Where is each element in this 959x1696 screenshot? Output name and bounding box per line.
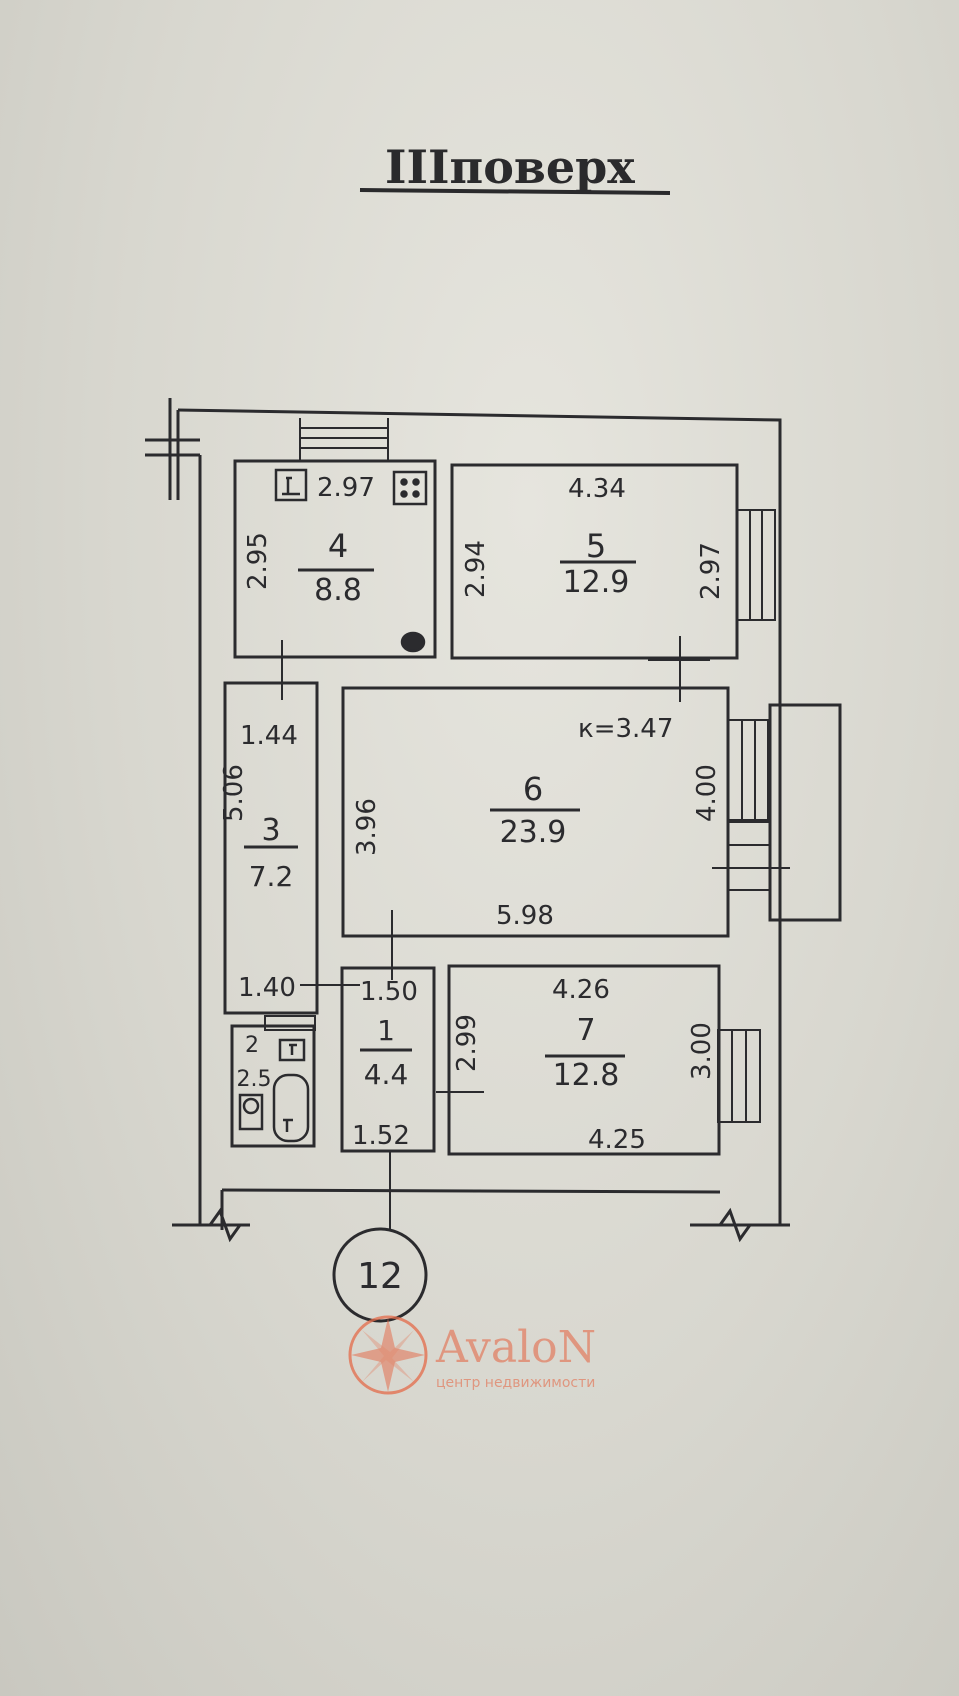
room-6-dim-bottom: 5.98 <box>496 901 554 931</box>
room-1-dim-top: 1.50 <box>360 977 418 1007</box>
room-7-dim-top: 4.26 <box>552 975 610 1005</box>
room-5-area: 12.9 <box>563 565 630 600</box>
room-2-outline <box>230 1024 316 1148</box>
apartment-number: 12 <box>357 1256 403 1297</box>
room-6-number: 6 <box>523 770 543 808</box>
sink-icon <box>274 468 308 502</box>
room-1-number: 1 <box>377 1014 395 1047</box>
floor-title: IIIповерх <box>385 140 635 194</box>
room-2-number: 2 <box>245 1033 259 1058</box>
logo-subtitle: центр недвижимости <box>436 1375 595 1391</box>
room-3-number: 3 <box>261 813 280 848</box>
room-7-area: 12.8 <box>553 1058 620 1093</box>
room-5-dim-top: 4.34 <box>568 474 626 504</box>
balcony-steps <box>728 821 770 891</box>
room-5-dim-left: 2.94 <box>461 540 491 598</box>
balcony <box>768 703 842 922</box>
room-3-dim-bottom: 1.40 <box>238 973 296 1003</box>
room-5-number: 5 <box>586 527 606 565</box>
windows <box>717 509 776 1123</box>
room-6-dim-right: 4.00 <box>692 764 722 822</box>
room-3-area: 7.2 <box>249 860 294 893</box>
room-labels: 4 8.8 5 12.9 3 7.2 6 23.9 1 4.4 7 12.8 2… <box>237 527 636 1093</box>
compass-rose-icon <box>348 1315 428 1395</box>
room-7-dim-right: 3.00 <box>687 1022 717 1080</box>
apartment-number-circle <box>332 1227 428 1323</box>
room-7-dim-left: 2.99 <box>452 1014 482 1072</box>
room-4-dim-top: 2.97 <box>317 473 375 503</box>
room-outlines <box>223 459 739 1156</box>
walls <box>145 398 790 1243</box>
room-4-dim-left: 2.95 <box>243 532 273 590</box>
room-1-outline <box>340 966 436 1153</box>
room-5-dim-right: 2.97 <box>696 542 726 600</box>
room-4-number: 4 <box>328 527 348 565</box>
toilet-tank-icon <box>278 1038 306 1062</box>
room-7-dim-bottom: 4.25 <box>588 1125 646 1155</box>
room-4-area: 8.8 <box>314 573 362 608</box>
room-3-dim-top: 1.44 <box>240 721 298 751</box>
room-4-outline <box>233 459 437 659</box>
room-6-ceiling-height: к=3.47 <box>578 714 673 744</box>
fixtures <box>238 468 428 1143</box>
room-1-area: 4.4 <box>364 1058 409 1091</box>
room-3-dim-left: 5.06 <box>219 764 249 822</box>
logo-name: AvaloN <box>435 1322 596 1373</box>
room-6-dim-left: 3.96 <box>352 798 382 856</box>
room-2-area: 2.5 <box>237 1067 272 1092</box>
room-1-dim-bottom: 1.52 <box>352 1121 410 1151</box>
bathtub-icon <box>272 1073 310 1143</box>
avalon-logo: AvaloN центр недвижимости <box>348 1315 596 1395</box>
title-underline <box>359 188 671 195</box>
washbasin-icon <box>238 1093 264 1131</box>
top-entrance-steps <box>299 418 389 462</box>
boiler-icon <box>400 631 426 653</box>
room-6-area: 23.9 <box>500 815 567 850</box>
stove-icon <box>392 470 428 506</box>
dimension-labels: 2.97 2.95 4.34 2.94 2.97 1.44 5.06 1.40 … <box>219 473 726 1155</box>
room-7-number: 7 <box>576 1013 595 1048</box>
room-3-outline <box>223 681 319 1015</box>
